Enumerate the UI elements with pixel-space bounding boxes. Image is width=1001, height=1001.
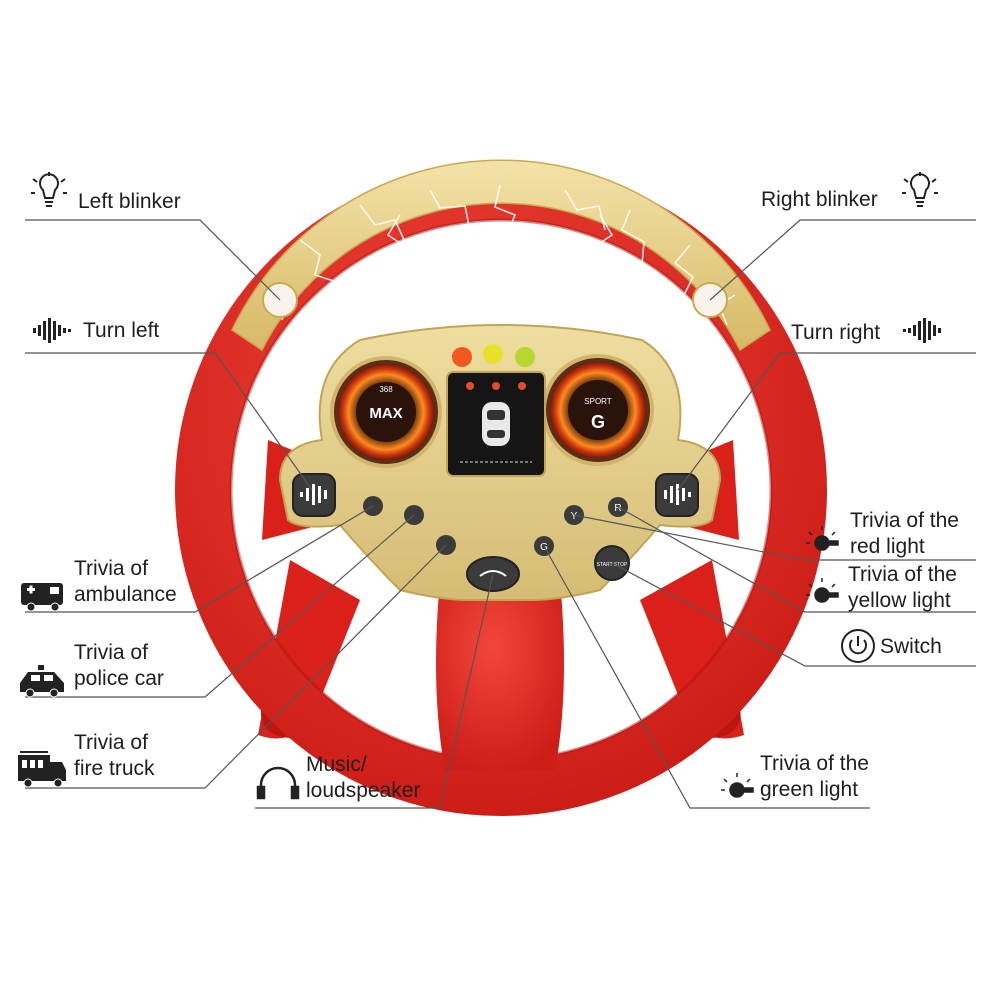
left-gauge-max-text: MAX [369, 405, 402, 422]
label-text: fire truck [74, 757, 155, 780]
label-trivia-fire-truck: Trivia of fire truck [74, 730, 155, 782]
label-right-blinker: Right blinker [761, 187, 878, 213]
start-stop-label: START STOP [597, 562, 628, 568]
label-text: Switch [880, 635, 942, 658]
label-text: green light [760, 778, 859, 801]
g-button-label: G [540, 542, 548, 553]
left-gauge: 368 MAX [330, 356, 442, 468]
turn-left-button[interactable] [292, 473, 336, 517]
label-switch: Switch [880, 634, 942, 660]
police-car-icon [20, 665, 64, 698]
bulb-icon [902, 172, 938, 207]
label-text: Trivia of the [760, 752, 869, 775]
label-turn-left: Turn left [83, 318, 159, 344]
traffic-light-green[interactable] [515, 347, 535, 367]
right-gauge-sport-text: SPORT [584, 397, 612, 406]
headphones-icon [256, 766, 300, 800]
y-button-label: Y [571, 511, 578, 522]
label-text: Turn right [791, 321, 881, 344]
r-button-label: R [614, 503, 621, 514]
power-icon [841, 629, 875, 663]
label-trivia-red-light: Trivia of the red light [850, 508, 959, 560]
traffic-light-yellow[interactable] [483, 344, 503, 364]
label-text: loudspeaker [306, 779, 421, 802]
car-top-icon [482, 402, 510, 446]
label-turn-right: Turn right [791, 320, 880, 346]
light-bulb-icon [806, 578, 839, 603]
label-text: Right blinker [761, 188, 878, 211]
label-text: Trivia of [74, 641, 148, 664]
label-text: Trivia of [74, 731, 148, 754]
label-text: Turn left [83, 319, 160, 342]
light-bulb-icon [806, 526, 839, 551]
traffic-light-red[interactable] [452, 347, 472, 367]
bulb-icon [31, 172, 67, 207]
label-trivia-yellow-light: Trivia of the yellow light [848, 562, 957, 614]
wheel-gold-arc [231, 159, 771, 352]
label-trivia-police: Trivia of police car [74, 640, 164, 692]
label-text: Trivia of the [848, 563, 957, 586]
ambulance-icon [21, 583, 63, 612]
label-music: Music/ loudspeaker [306, 752, 420, 804]
label-text: Left blinker [78, 190, 181, 213]
label-text: red light [850, 535, 925, 558]
left-gauge-small-text: 368 [379, 385, 393, 394]
right-gauge: SPORT G [542, 354, 654, 466]
speaker-wave-icon [903, 318, 941, 343]
label-text: yellow light [848, 589, 951, 612]
label-trivia-ambulance: Trivia of ambulance [74, 556, 177, 608]
light-bulb-icon [721, 773, 754, 798]
label-text: Trivia of the [850, 509, 959, 532]
callout-lines [25, 219, 976, 809]
label-trivia-green-light: Trivia of the green light [760, 751, 869, 803]
right-gauge-letter: G [591, 412, 605, 432]
label-left-blinker: Left blinker [78, 189, 181, 215]
center-screen [446, 371, 546, 477]
label-text: Music/ [306, 753, 367, 776]
speaker-wave-icon [33, 318, 71, 343]
label-text: police car [74, 667, 164, 690]
fire-truck-icon [18, 751, 66, 788]
turn-right-button[interactable] [655, 473, 699, 517]
label-text: Trivia of [74, 557, 148, 580]
label-text: ambulance [74, 583, 177, 606]
